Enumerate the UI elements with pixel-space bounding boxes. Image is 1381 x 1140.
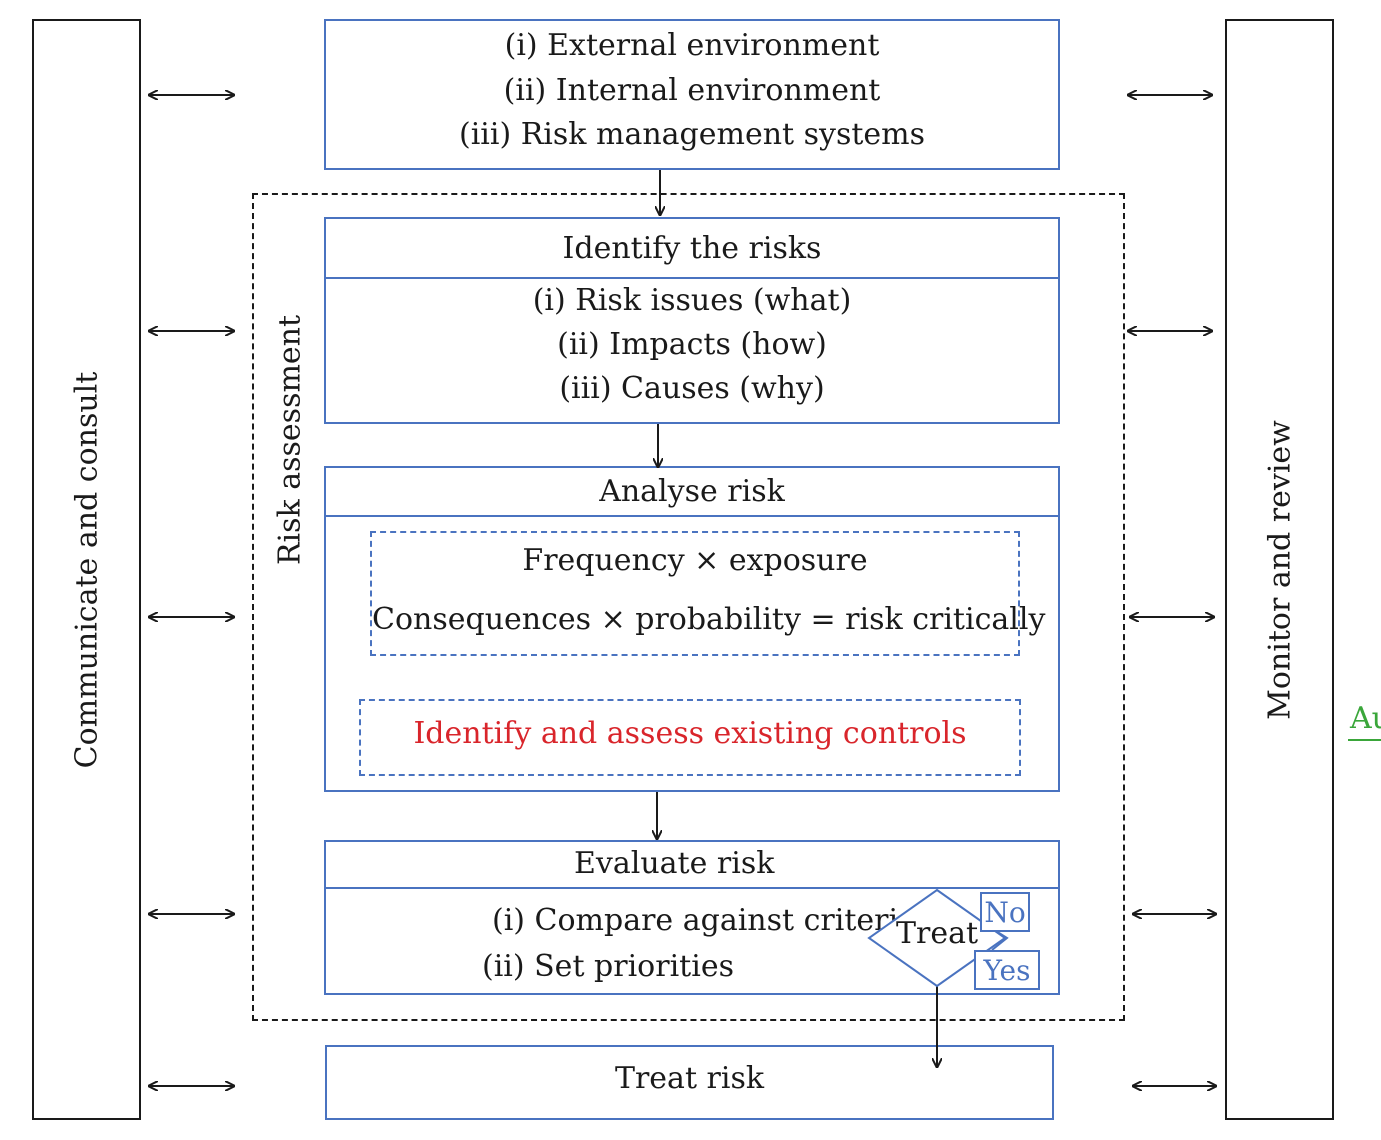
- treat-risk-label: Treat risk: [614, 1061, 765, 1096]
- controls-label: Identify and assess existing controls: [413, 716, 967, 751]
- right-double-arrows: [1128, 95, 1216, 1086]
- communicate-consult-panel: Communicate and consult: [32, 19, 141, 1120]
- treat-decision-label: Treat: [895, 916, 979, 951]
- formula-line-2: Consequences × probability = risk critic…: [372, 602, 1046, 637]
- identify-risks-title: Identify the risks: [326, 219, 1058, 279]
- controls-box: Identify and assess existing controls: [359, 699, 1021, 776]
- flow-arrows: [657, 170, 937, 1067]
- formula-line-1: Frequency × exposure: [522, 543, 868, 578]
- context-box: (i) External environment (ii) Internal e…: [324, 19, 1060, 170]
- context-line-2: (ii) Internal environment: [503, 73, 881, 108]
- context-line-3: (iii) Risk management systems: [458, 117, 926, 152]
- edge-text: Au: [1350, 701, 1381, 736]
- monitor-review-panel: Monitor and review: [1225, 19, 1334, 1120]
- analyse-risk-title: Analyse risk: [326, 468, 1058, 517]
- analyse-risk-box: Analyse risk: [324, 466, 1060, 792]
- identify-line-3: (iii) Causes (why): [559, 371, 825, 406]
- treat-risk-box: Treat risk: [325, 1045, 1054, 1120]
- risk-assessment-region: [252, 193, 1125, 1021]
- left-double-arrows: [149, 95, 234, 1086]
- evaluate-risk-title: Evaluate risk: [326, 842, 1058, 889]
- identify-line-1: (i) Risk issues (what): [532, 283, 852, 318]
- evaluate-line-2: (ii) Set priorities: [482, 949, 734, 984]
- evaluate-line-1: (i) Compare against criteria: [492, 903, 916, 938]
- decision-no-tag: No: [980, 892, 1030, 932]
- decision-yes-tag: Yes: [974, 950, 1040, 990]
- context-line-1: (i) External environment: [504, 28, 880, 63]
- identify-line-2: (ii) Impacts (how): [557, 327, 827, 362]
- identify-risks-box: Identify the risks (i) Risk issues (what…: [324, 217, 1060, 424]
- edge-underline: [1348, 739, 1381, 741]
- formula-box: Frequency × exposure Consequences × prob…: [370, 531, 1046, 656]
